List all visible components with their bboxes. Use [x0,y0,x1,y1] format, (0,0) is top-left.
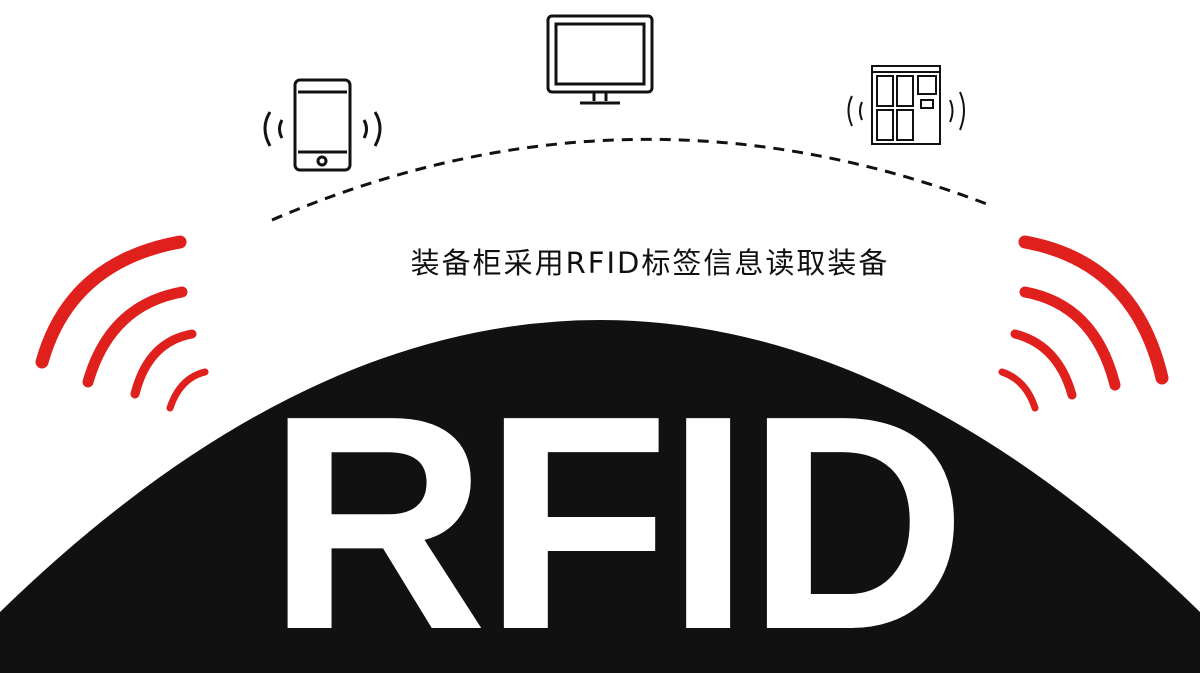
dome [0,320,1200,673]
caption-text: 装备柜采用RFID标签信息读取装备 [410,246,890,280]
right-signal-icon [998,235,1169,412]
smartphone-icon [263,78,382,172]
left-signal-icon [35,235,209,412]
dashed-arc [271,137,993,222]
monitor-icon [546,14,654,105]
rfid-title: RFID [267,352,967,673]
locker-cabinet-icon [847,65,965,145]
